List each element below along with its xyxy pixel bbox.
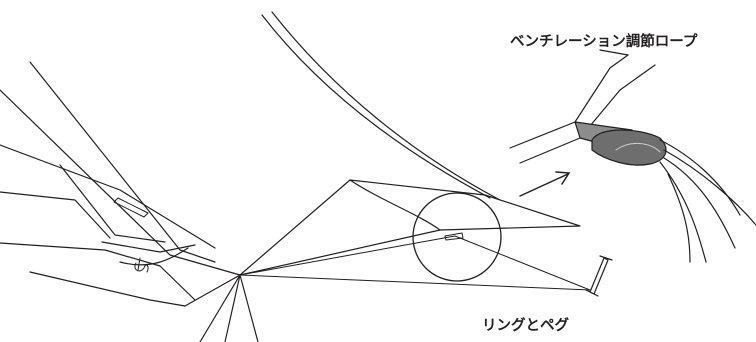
- tent-roof-edge: [262, 12, 500, 200]
- vent-rope-detail: [510, 50, 756, 262]
- fly-window-slot: [114, 198, 148, 217]
- ventilation-rope-label: ベンチレーション調節ロープ: [510, 30, 697, 51]
- ring-and-peg-label: リングとペグ: [482, 314, 569, 335]
- arrow-icon: [520, 172, 569, 196]
- ventilation-flap: [240, 180, 580, 275]
- tent-fly-body: [0, 62, 258, 342]
